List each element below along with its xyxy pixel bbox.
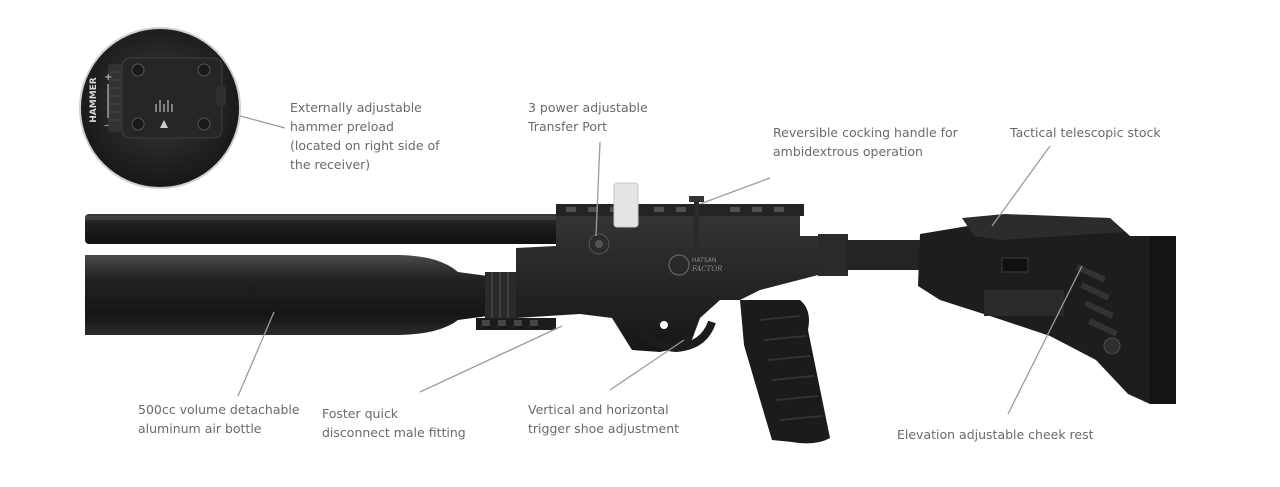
cocking-handle	[613, 182, 704, 248]
callout-line: Elevation adjustable cheek rest	[897, 427, 1094, 442]
callout-line: Reversible cocking handle for	[773, 125, 958, 140]
callout-line: aluminum air bottle	[138, 421, 262, 436]
callout-cheek-rest: Elevation adjustable cheek rest	[897, 425, 1094, 444]
hammer-inset-label: HAMMER	[89, 77, 99, 123]
air-bottle	[85, 255, 517, 335]
callout-cocking-handle: Reversible cocking handle for ambidextro…	[773, 123, 958, 161]
hammer-plus-sign: +	[104, 72, 112, 83]
callout-line: Vertical and horizontal	[528, 402, 669, 417]
callout-hammer-preload: Externally adjustable hammer preload (lo…	[290, 98, 440, 174]
callout-air-bottle: 500cc volume detachable aluminum air bot…	[138, 400, 300, 438]
receiver-logo-line1: HATSAN	[692, 257, 716, 264]
buffer-tube	[818, 234, 926, 276]
telescopic-stock	[918, 214, 1176, 404]
callout-transfer-port: 3 power adjustable Transfer Port	[528, 98, 648, 136]
trigger-assembly	[636, 318, 716, 353]
callout-line: Externally adjustable	[290, 100, 422, 115]
callout-line: hammer preload	[290, 119, 394, 134]
receiver-logo-line2: FACTOR	[691, 265, 723, 273]
hammer-minus-sign: –	[104, 120, 109, 131]
callout-line: Foster quick	[322, 406, 399, 421]
callout-telescopic-stock: Tactical telescopic stock	[1010, 123, 1161, 142]
transfer-port-knob	[588, 233, 610, 255]
leader-lines	[237, 115, 1083, 415]
callout-line: Transfer Port	[528, 119, 608, 134]
callout-line: trigger shoe adjustment	[528, 421, 680, 436]
callout-line: disconnect male fitting	[322, 425, 466, 440]
hammer-inset: HAMMER + –	[79, 27, 241, 189]
pistol-grip	[740, 300, 830, 444]
callout-line: ambidextrous operation	[773, 144, 923, 159]
callout-line: Tactical telescopic stock	[1010, 125, 1161, 140]
callout-foster-fitting: Foster quick disconnect male fitting	[322, 404, 466, 442]
callout-line: (located on right side of	[290, 138, 440, 153]
callout-trigger-adjustment: Vertical and horizontal trigger shoe adj…	[528, 400, 679, 438]
callout-line: 500cc volume detachable	[138, 402, 300, 417]
accessory-rail	[476, 318, 556, 330]
callout-line: 3 power adjustable	[528, 100, 648, 115]
screw-icon	[131, 63, 211, 131]
arrow-up-icon	[160, 120, 168, 128]
barrel	[85, 214, 565, 244]
callout-line: the receiver)	[290, 157, 371, 172]
